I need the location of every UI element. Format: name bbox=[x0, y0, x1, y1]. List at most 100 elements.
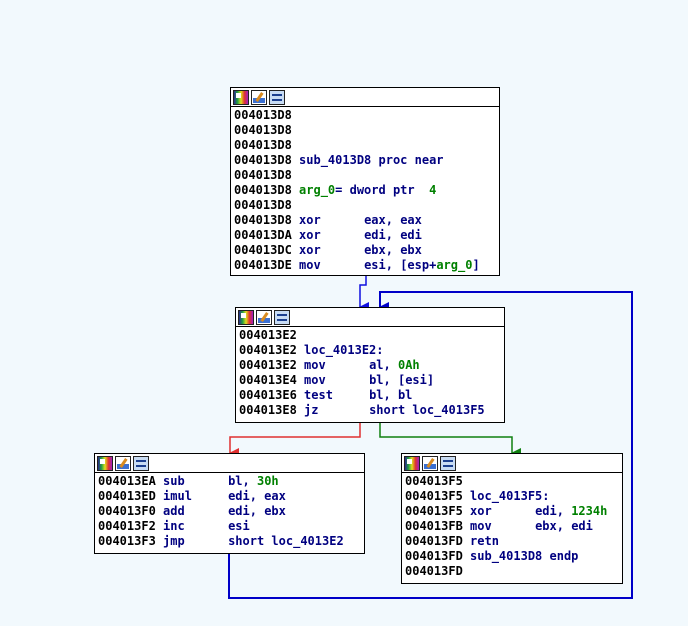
line-operand: short loc_4013F5 bbox=[369, 403, 485, 417]
code-line[interactable]: 004013DE mov esi, [esp+arg_0] bbox=[234, 258, 496, 273]
code-line[interactable]: 004013DA xor edi, edi bbox=[234, 228, 496, 243]
line-operand: bl, [esi] bbox=[369, 373, 435, 387]
code-line[interactable]: 004013D8 xor eax, eax bbox=[234, 213, 496, 228]
code-block-loc-4013e2[interactable]: 004013E2 004013E2 loc_4013E2:004013E2 mo… bbox=[235, 307, 505, 423]
color-icon[interactable] bbox=[233, 89, 249, 105]
graph-icon[interactable] bbox=[274, 309, 290, 325]
code-line[interactable]: 004013E2 bbox=[239, 328, 501, 343]
code-line[interactable]: 004013FD retn bbox=[405, 534, 619, 549]
code-line[interactable]: 004013FD bbox=[405, 564, 619, 579]
line-label[interactable]: sub_4013D8 proc near bbox=[299, 153, 444, 167]
code-line[interactable]: 004013DC xor ebx, ebx bbox=[234, 243, 496, 258]
line-address: 004013FD bbox=[405, 534, 463, 548]
code-line[interactable]: 004013ED imul edi, eax bbox=[98, 489, 361, 504]
block-body: 004013E2 004013E2 loc_4013E2:004013E2 mo… bbox=[236, 327, 504, 418]
line-operand: esi, [esp+ bbox=[364, 258, 437, 272]
code-line[interactable]: 004013D8 arg_0= dword ptr 4 bbox=[234, 183, 496, 198]
code-line[interactable]: 004013F5 loc_4013F5: bbox=[405, 489, 619, 504]
line-label[interactable]: loc_4013F5: bbox=[470, 489, 550, 503]
graph-icon[interactable] bbox=[269, 89, 285, 105]
code-line[interactable]: 004013FB mov ebx, edi bbox=[405, 519, 619, 534]
line-operand: edi, eax bbox=[228, 489, 286, 503]
code-line[interactable]: 004013F5 xor edi, 1234h bbox=[405, 504, 619, 519]
rename-icon[interactable] bbox=[251, 89, 267, 105]
line-address: 004013F5 bbox=[405, 489, 463, 503]
line-mnemonic: xor bbox=[299, 213, 321, 227]
rename-icon[interactable] bbox=[422, 455, 438, 471]
line-address: 004013FB bbox=[405, 519, 463, 533]
line-address: 004013D8 bbox=[234, 138, 292, 152]
edge-entry-to-loop bbox=[359, 276, 369, 312]
code-block-sub-4013d8[interactable]: 004013D8 004013D8 004013D8 004013D8 sub_… bbox=[230, 87, 500, 276]
line-label[interactable]: loc_4013E2: bbox=[304, 343, 384, 357]
line-address: 004013DC bbox=[234, 243, 292, 257]
line-address: 004013D8 bbox=[234, 213, 292, 227]
code-line[interactable]: 004013F3 jmp short loc_4013E2 bbox=[98, 534, 361, 549]
line-mnemonic: jz bbox=[304, 403, 319, 417]
code-line[interactable]: 004013F0 add edi, ebx bbox=[98, 504, 361, 519]
edge-false-branch bbox=[229, 423, 361, 458]
code-line[interactable]: 004013E2 loc_4013E2: bbox=[239, 343, 501, 358]
line-address: 004013E8 bbox=[239, 403, 297, 417]
line-mnemonic: xor bbox=[470, 504, 492, 518]
code-line[interactable]: 004013F2 inc esi bbox=[98, 519, 361, 534]
code-line[interactable]: 004013D8 sub_4013D8 proc near bbox=[234, 153, 496, 168]
line-operand: bl, bbox=[228, 474, 257, 488]
code-line[interactable]: 004013FD sub_4013D8 endp bbox=[405, 549, 619, 564]
line-operand: ] bbox=[472, 258, 480, 272]
line-mnemonic: mov bbox=[304, 373, 326, 387]
line-operand[interactable]: arg_0 bbox=[299, 183, 336, 197]
rename-icon[interactable] bbox=[256, 309, 272, 325]
line-address: 004013D8 bbox=[234, 183, 292, 197]
line-operand: edi, edi bbox=[364, 228, 422, 242]
block-toolbar bbox=[402, 454, 622, 473]
line-mnemonic: test bbox=[304, 388, 333, 402]
code-line[interactable]: 004013E6 test bl, bl bbox=[239, 388, 501, 403]
code-block-loc-4013f5[interactable]: 004013F5 004013F5 loc_4013F5:004013F5 xo… bbox=[401, 453, 623, 584]
block-body: 004013F5 004013F5 loc_4013F5:004013F5 xo… bbox=[402, 473, 622, 579]
line-address: 004013E2 bbox=[239, 328, 297, 342]
line-operand: = dword ptr bbox=[335, 183, 430, 197]
line-operand: 1234h bbox=[571, 504, 608, 518]
code-line[interactable]: 004013E4 mov bl, [esi] bbox=[239, 373, 501, 388]
line-address: 004013F2 bbox=[98, 519, 156, 533]
line-operand: 4 bbox=[429, 183, 437, 197]
code-line[interactable]: 004013E8 jz short loc_4013F5 bbox=[239, 403, 501, 418]
code-line[interactable]: 004013D8 bbox=[234, 123, 496, 138]
line-label[interactable]: sub_4013D8 endp bbox=[470, 549, 579, 563]
line-operand: edi, bbox=[535, 504, 572, 518]
line-operand: al, bbox=[369, 358, 398, 372]
line-address: 004013D8 bbox=[234, 168, 292, 182]
block-body: 004013D8 004013D8 004013D8 004013D8 sub_… bbox=[231, 107, 499, 273]
line-operand: 30h bbox=[256, 474, 279, 488]
line-address: 004013F5 bbox=[405, 474, 463, 488]
color-icon[interactable] bbox=[404, 455, 420, 471]
code-line[interactable]: 004013F5 bbox=[405, 474, 619, 489]
rename-icon[interactable] bbox=[115, 455, 131, 471]
block-toolbar bbox=[95, 454, 364, 473]
line-mnemonic: xor bbox=[299, 228, 321, 242]
line-address: 004013FD bbox=[405, 549, 463, 563]
code-line[interactable]: 004013E2 mov al, 0Ah bbox=[239, 358, 501, 373]
graph-icon[interactable] bbox=[133, 455, 149, 471]
line-address: 004013DA bbox=[234, 228, 292, 242]
graph-icon[interactable] bbox=[440, 455, 456, 471]
line-mnemonic: mov bbox=[299, 258, 321, 272]
line-operand: edi, ebx bbox=[228, 504, 286, 518]
line-address: 004013E2 bbox=[239, 343, 297, 357]
line-operand: ebx, edi bbox=[535, 519, 593, 533]
line-mnemonic: imul bbox=[163, 489, 192, 503]
color-icon[interactable] bbox=[238, 309, 254, 325]
line-address: 004013E6 bbox=[239, 388, 297, 402]
line-address: 004013D8 bbox=[234, 123, 292, 137]
code-line[interactable]: 004013D8 bbox=[234, 168, 496, 183]
line-mnemonic: inc bbox=[163, 519, 185, 533]
code-line[interactable]: 004013D8 bbox=[234, 138, 496, 153]
code-line[interactable]: 004013D8 bbox=[234, 108, 496, 123]
color-icon[interactable] bbox=[97, 455, 113, 471]
block-toolbar bbox=[236, 308, 504, 327]
code-line[interactable]: 004013D8 bbox=[234, 198, 496, 213]
code-line[interactable]: 004013EA sub bl, 30h bbox=[98, 474, 361, 489]
line-operand[interactable]: arg_0 bbox=[436, 258, 473, 272]
